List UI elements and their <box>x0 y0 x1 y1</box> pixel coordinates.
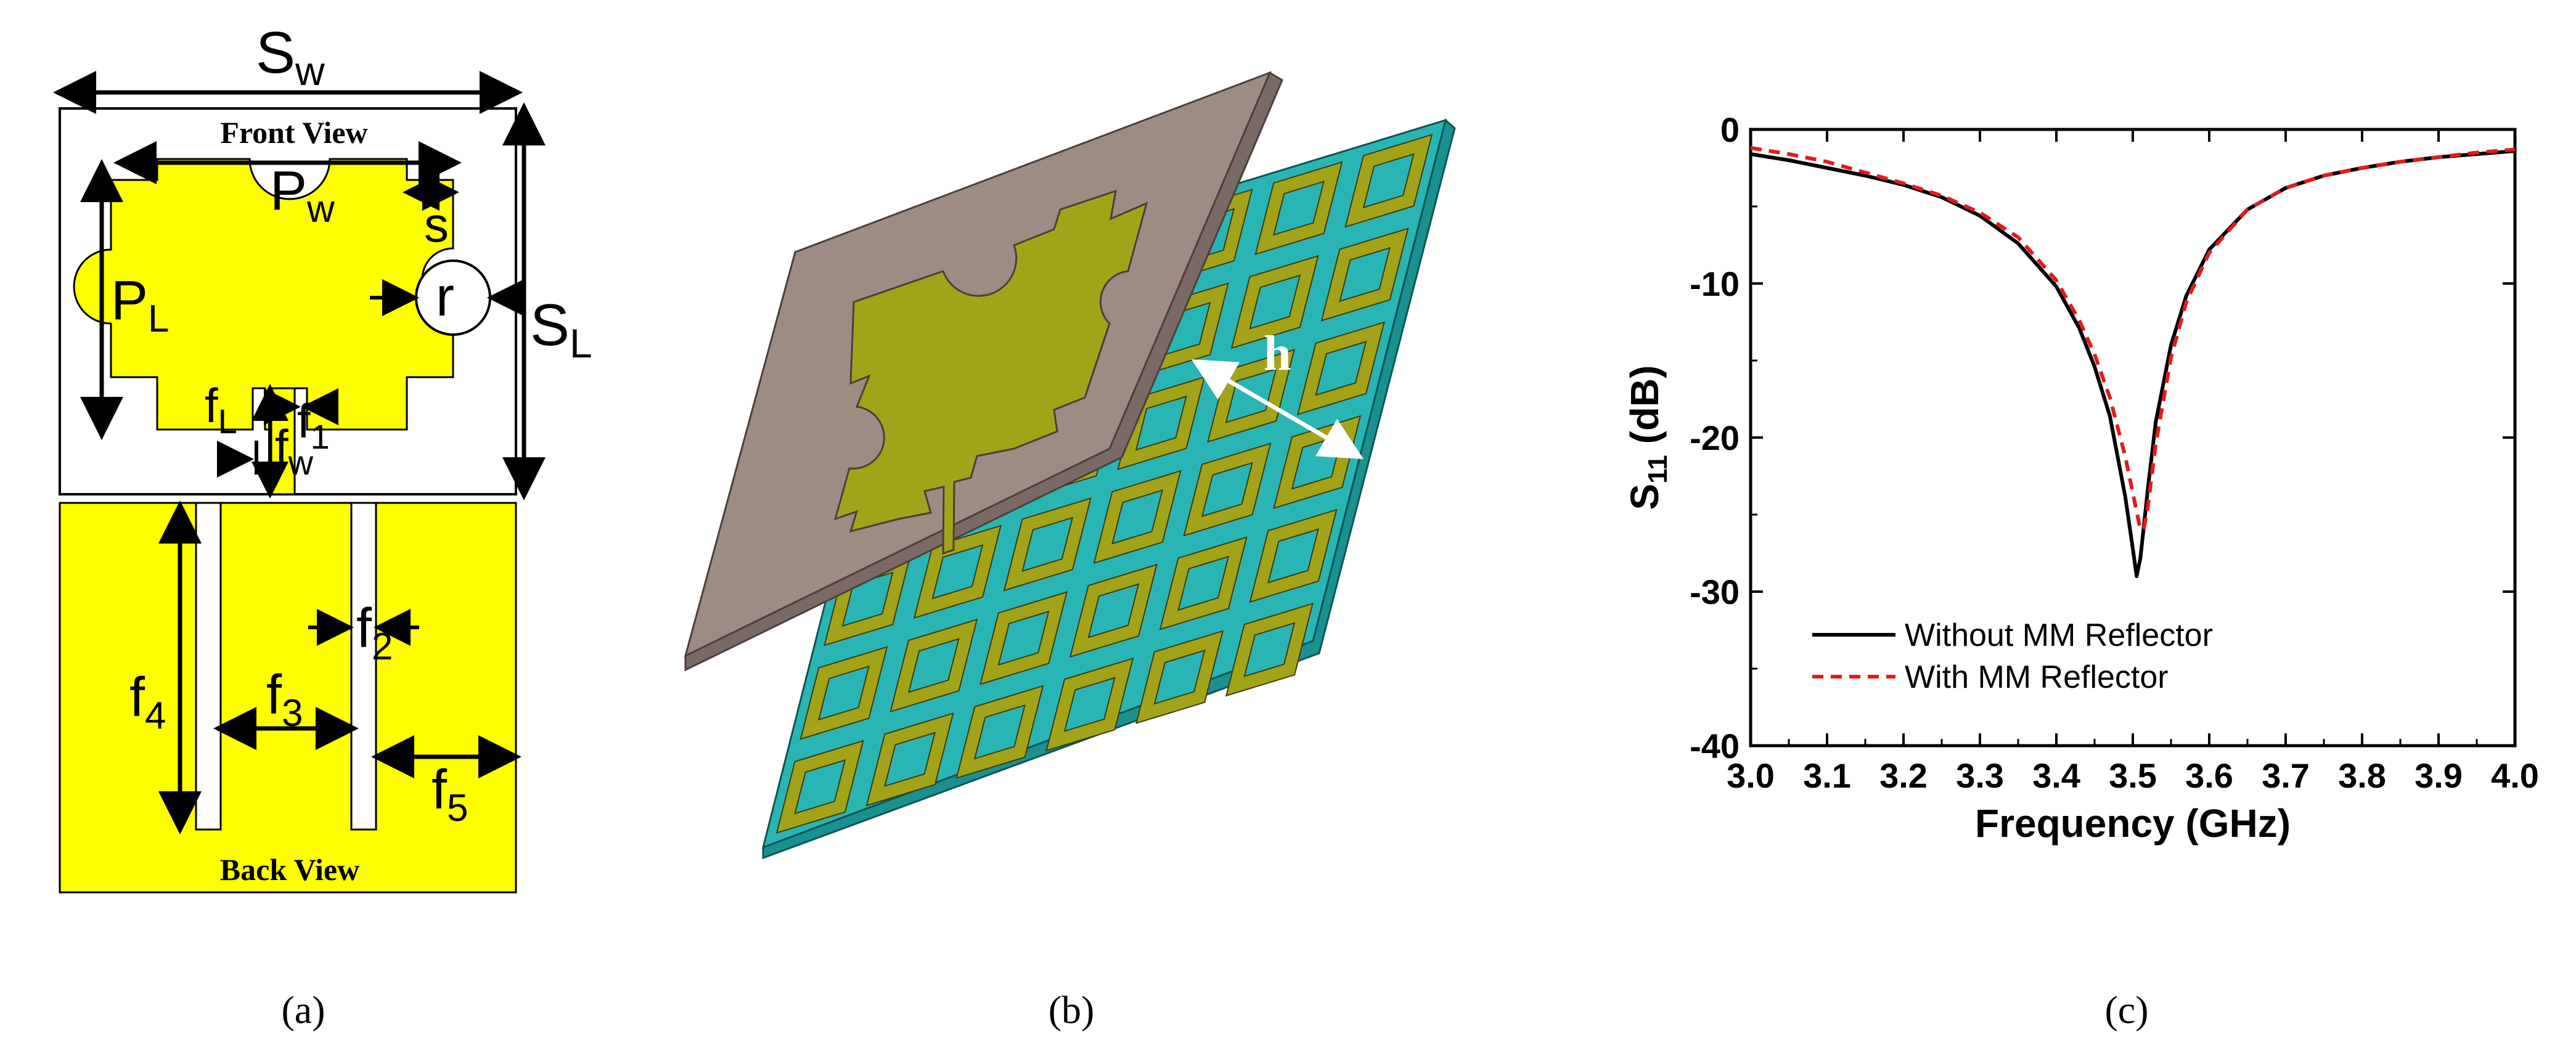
reflector-unit-cell-gap <box>1177 555 1230 611</box>
y-tick-label: -30 <box>1690 573 1740 611</box>
reflector-unit-cell-gap <box>817 665 870 721</box>
reflector-unit-cell-gap <box>1339 247 1391 303</box>
reflector-unit-cell-gap <box>794 759 846 815</box>
label-f3: f3 <box>266 664 303 735</box>
label-f2: f2 <box>356 598 393 668</box>
x-tick-label: 3.3 <box>1956 756 2004 795</box>
label-s: s <box>424 197 449 252</box>
x-axis-label: Frequency (GHz) <box>1975 801 2291 846</box>
back-view-label: Back View <box>220 852 359 887</box>
reflector-unit-cell-gap <box>1153 649 1206 705</box>
label-h: h <box>1264 327 1291 381</box>
y-tick-label: -10 <box>1690 264 1740 303</box>
caption-b: (b) <box>1049 988 1095 1032</box>
reflector-unit-cell-gap <box>973 704 1026 760</box>
reflector-unit-cell-gap <box>1272 181 1325 236</box>
y-tick-label: -20 <box>1690 418 1740 457</box>
reflector-unit-cell-gap <box>907 638 960 693</box>
caption-c: (c) <box>2104 988 2148 1032</box>
x-tick-label: 4.0 <box>2491 756 2539 795</box>
x-tick-label: 3.5 <box>2109 756 2157 795</box>
y-tick-label: -40 <box>1690 727 1740 765</box>
label-pl: PL <box>111 270 170 340</box>
legend-label: Without MM Reflector <box>1905 618 2213 653</box>
y-tick-label: 0 <box>1720 110 1740 149</box>
reflector-unit-cell-gap <box>1021 516 1074 573</box>
label-fl: fL <box>205 378 237 441</box>
front-view-label: Front View <box>220 115 367 150</box>
series-line-without-mm-reflector <box>1750 149 2516 578</box>
reflector-unit-cell-gap <box>1135 395 1187 451</box>
dim-line-h <box>1191 359 1364 460</box>
label-f1: f1 <box>297 394 330 456</box>
reflector-unit-cell-gap <box>1201 462 1253 518</box>
back-view-slot-left <box>195 502 222 831</box>
panel-a-antenna-dimensions: Front View Back View Sw SL Pw PL s r fL … <box>53 20 592 1032</box>
reflector-unit-cell-gap <box>884 732 936 787</box>
reflector-unit-cell-gap <box>1087 583 1140 638</box>
reflector-unit-cell-gap <box>1111 489 1164 545</box>
label-sw: Sw <box>256 20 325 94</box>
reflector-unit-cell-gap <box>1063 677 1116 732</box>
x-tick-label: 3.6 <box>2185 756 2233 795</box>
label-pw: Pw <box>270 160 335 230</box>
x-tick-label: 3.7 <box>2262 756 2310 795</box>
label-sl: SL <box>530 292 592 366</box>
reflector-unit-cell-gap <box>1267 528 1320 584</box>
reflector-unit-cell-gap <box>1243 622 1296 677</box>
label-f5: f5 <box>431 759 468 830</box>
reflector-unit-cell-gap <box>1362 153 1415 209</box>
back-view-ground <box>59 502 517 894</box>
label-r: r <box>436 266 454 328</box>
x-tick-label: 3.0 <box>1727 756 1775 795</box>
reflector-unit-cell-gap <box>1249 274 1301 330</box>
caption-a: (a) <box>281 988 325 1032</box>
x-tick-label: 3.1 <box>1803 756 1851 795</box>
x-tick-label: 3.2 <box>1879 756 1928 795</box>
series-line-with-mm-reflector <box>1750 146 2516 532</box>
label-fw: fw <box>275 420 314 482</box>
label-f4: f4 <box>129 667 166 737</box>
antenna-patch <box>833 189 1148 555</box>
panel-b-3d-view: h (b) <box>684 71 1456 1032</box>
x-tick-label: 3.9 <box>2414 756 2463 795</box>
panel-c-s11-chart: 3.0 3.1 3.2 3.3 3.4 3.5 3.6 3.7 3.8 3.9 4.0 0 -10 -20… <box>1622 110 2539 1032</box>
y-axis-label: S11 (dB) <box>1622 365 1673 510</box>
x-tick-label: 3.4 <box>2032 756 2080 795</box>
reflector-unit-cell-gap <box>931 544 984 600</box>
x-tick-label: 3.8 <box>2338 756 2386 795</box>
legend-label: With MM Reflector <box>1905 659 2169 695</box>
reflector-unit-cell-gap <box>997 610 1050 666</box>
plot-frame <box>1749 128 2517 748</box>
